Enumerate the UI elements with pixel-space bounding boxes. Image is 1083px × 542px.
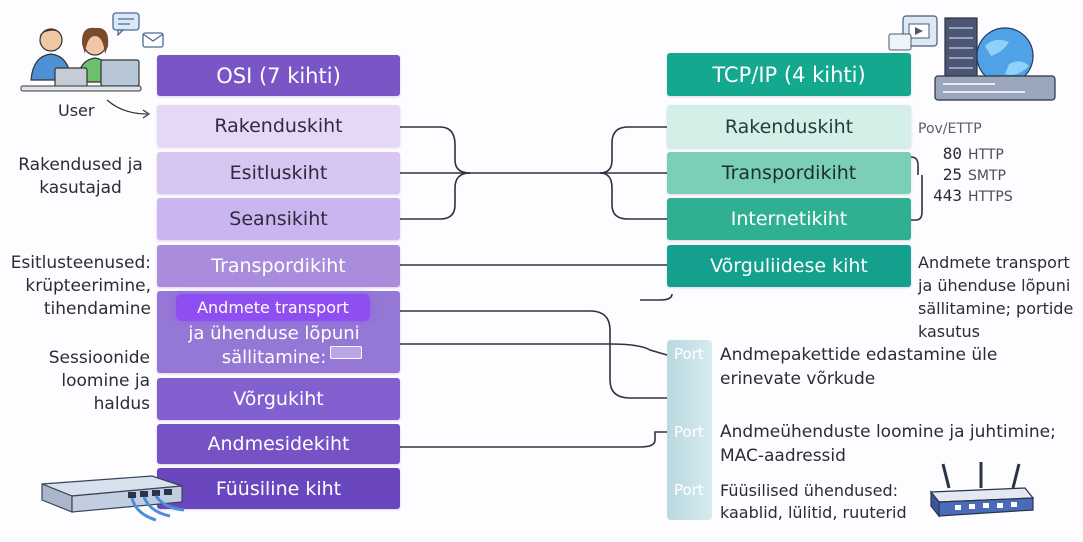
network-switch-icon — [41, 475, 185, 522]
port-label: Port — [674, 481, 704, 499]
port-protocol: HTTP — [968, 147, 1004, 163]
server-globe-icon — [888, 15, 1056, 101]
protocol-note: Pov/ETTP — [918, 121, 982, 137]
port-number: 80 — [942, 144, 962, 163]
tcp-layer-transport: Transpordikiht — [667, 152, 911, 194]
port-row-desc: Füüsilised ühendused: kaablid, lülitid, … — [720, 481, 907, 522]
port-item: 25 SMTP — [928, 165, 1038, 186]
osi-header: OSI (7 kihti) — [157, 55, 400, 96]
port-number: 25 — [942, 165, 962, 184]
users-laptop-icon — [20, 27, 142, 92]
chat-bubble-icon — [112, 12, 140, 36]
user-label: User — [58, 101, 95, 120]
port-item: 80 HTTP — [928, 144, 1038, 165]
port-protocol: HTTPS — [968, 189, 1013, 205]
apps-note: Rakendused ja kasutajad — [18, 155, 143, 198]
port-row-desc: Andmeühenduste loomine ja juhtimine; MAC… — [720, 422, 1056, 466]
osi-layer-network: Võrgukiht — [157, 378, 400, 420]
wifi-router-icon — [929, 462, 1035, 518]
osi-layer-presentation: Esitluskiht — [157, 152, 400, 194]
port-protocol: SMTP — [968, 168, 1006, 184]
transport-badge: Andmete transport — [176, 294, 370, 321]
arrow-icon — [106, 99, 151, 119]
osi-layer-session: Seansikiht — [157, 198, 400, 240]
port-connector-icon — [330, 346, 362, 359]
port-label: Port — [674, 423, 704, 441]
port-list: 80 HTTP 25 SMTP 443 HTTPS — [928, 144, 1038, 207]
port-column — [667, 340, 712, 520]
transport-description: Andmete transport ja ühenduse lõpuni säl… — [918, 253, 1074, 341]
tcp-layer-application: Rakenduskiht — [667, 105, 911, 148]
session-note: Sessioonide loomine ja haldus — [48, 348, 150, 414]
osi-layer-physical: Füüsiline kiht — [157, 468, 400, 509]
port-number: 443 — [933, 186, 962, 205]
osi-layer-application: Rakenduskiht — [157, 105, 400, 147]
port-row-desc: Andmepakettide edastamine üle erinevate … — [720, 345, 998, 389]
transport-overlay-text: ja ühenduse lõpuni sällitamine: — [188, 323, 360, 368]
osi-layer-datalink: Andmesidekiht — [157, 424, 400, 464]
port-item: 443 HTTPS — [928, 186, 1038, 207]
port-label: Port — [674, 345, 704, 363]
osi-layer-transport: Transpordikiht — [157, 245, 400, 287]
presentation-note: Esitlusteenused: krüpteerimine, tihendam… — [10, 253, 151, 319]
mail-icon — [142, 32, 164, 48]
tcp-layer-internet: Internetikiht — [667, 198, 911, 240]
tcp-header: TCP/IP (4 kihti) — [667, 53, 911, 96]
tcp-layer-network-interface: Võrguliidese kiht — [667, 245, 911, 287]
